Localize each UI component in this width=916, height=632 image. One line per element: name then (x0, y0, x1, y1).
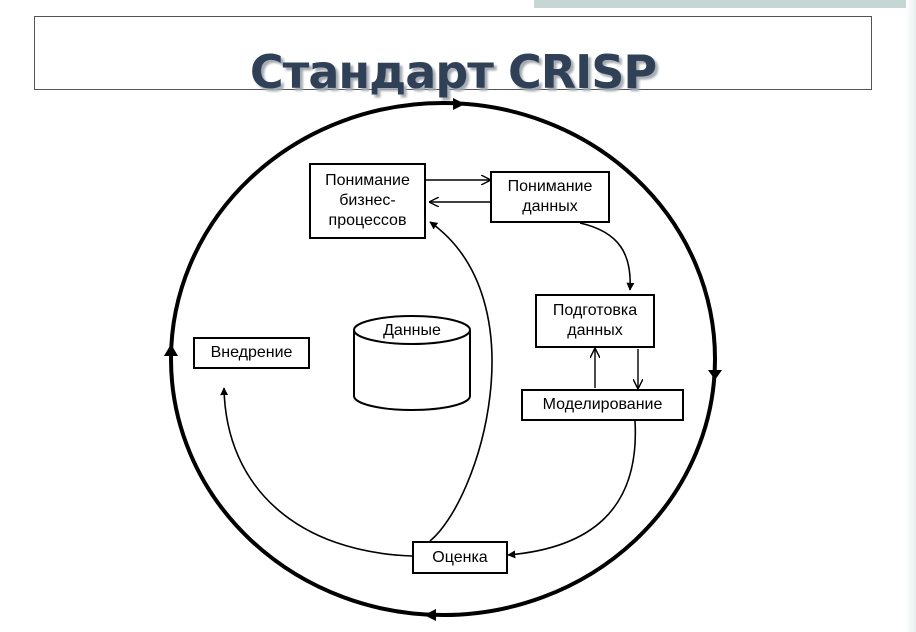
node-deployment: Внедрение (193, 337, 310, 369)
data-store-label: Данные (383, 322, 441, 339)
arrow-evaluation-to-business (429, 221, 493, 542)
cycle-arrow-right (708, 370, 722, 380)
cycle-arrow-left (164, 344, 178, 356)
outer-cycle-circle (169, 101, 717, 617)
top-accent-bar (534, 0, 916, 8)
arrow-modeling-to-evaluation (507, 420, 637, 559)
title-frame: Стандарт CRISP (34, 16, 872, 99)
node-evaluation: Оценка (412, 541, 508, 574)
node-modeling: Моделирование (521, 389, 684, 421)
arrow-evaluation-to-deployment (220, 387, 413, 557)
right-edge-shading (906, 0, 916, 632)
cycle-arrow-top (453, 98, 465, 110)
cycle-arrow-bottom (424, 609, 436, 621)
node-business-understanding: Понимание бизнес- процессов (309, 163, 426, 239)
data-store-cylinder (353, 315, 471, 411)
node-data-preparation: Подготовка данных (535, 294, 655, 348)
node-data-understanding: Понимание данных (490, 171, 610, 223)
slide-title: Стандарт CRISP (249, 45, 657, 99)
arrow-understanding-to-preparation (579, 222, 635, 291)
